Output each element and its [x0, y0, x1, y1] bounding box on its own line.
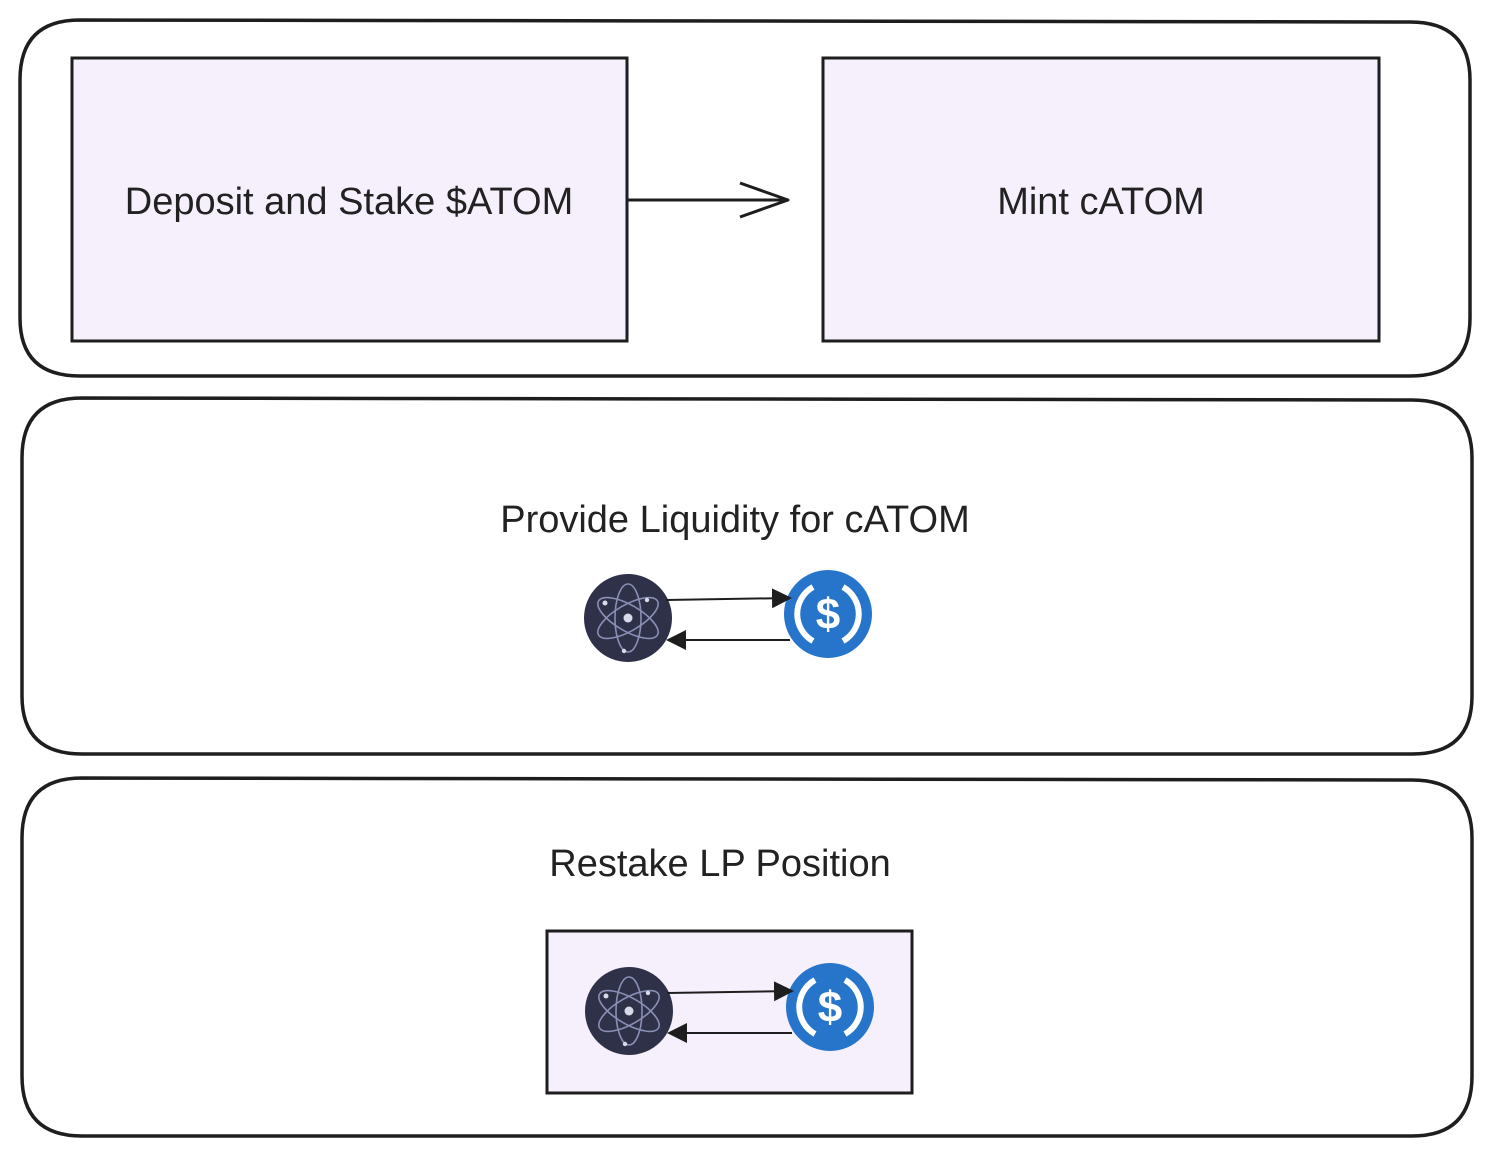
section-1-frame — [18, 18, 1472, 378]
provide-liquidity-title: Provide Liquidity for cATOM — [500, 499, 970, 541]
section-restake-step: Restake LP Position — [20, 776, 1474, 1138]
cosmos-atom-icon — [583, 573, 673, 663]
usdc-icon — [786, 963, 874, 1051]
section-3-frame — [20, 776, 1474, 1138]
section-2-frame — [20, 396, 1474, 756]
atom-to-usdc-arrow — [665, 588, 792, 609]
restake-lp-title: Restake LP Position — [549, 843, 891, 885]
mint-catom-node[interactable] — [821, 56, 1381, 343]
section-mint-step: Deposit and Stake $ATOM Mint cATOM — [18, 18, 1472, 378]
deposit-stake-node[interactable] — [70, 56, 629, 343]
deposit-to-mint-arrow — [627, 181, 790, 219]
mint-catom-label: Mint cATOM — [997, 181, 1205, 223]
atom-to-usdc-arrow — [666, 981, 794, 1002]
usdc-icon — [784, 570, 872, 658]
section-liquidity-step: Provide Liquidity for cATOM — [20, 396, 1474, 756]
deposit-stake-label: Deposit and Stake $ATOM — [125, 181, 574, 223]
cosmos-atom-icon — [584, 966, 674, 1056]
